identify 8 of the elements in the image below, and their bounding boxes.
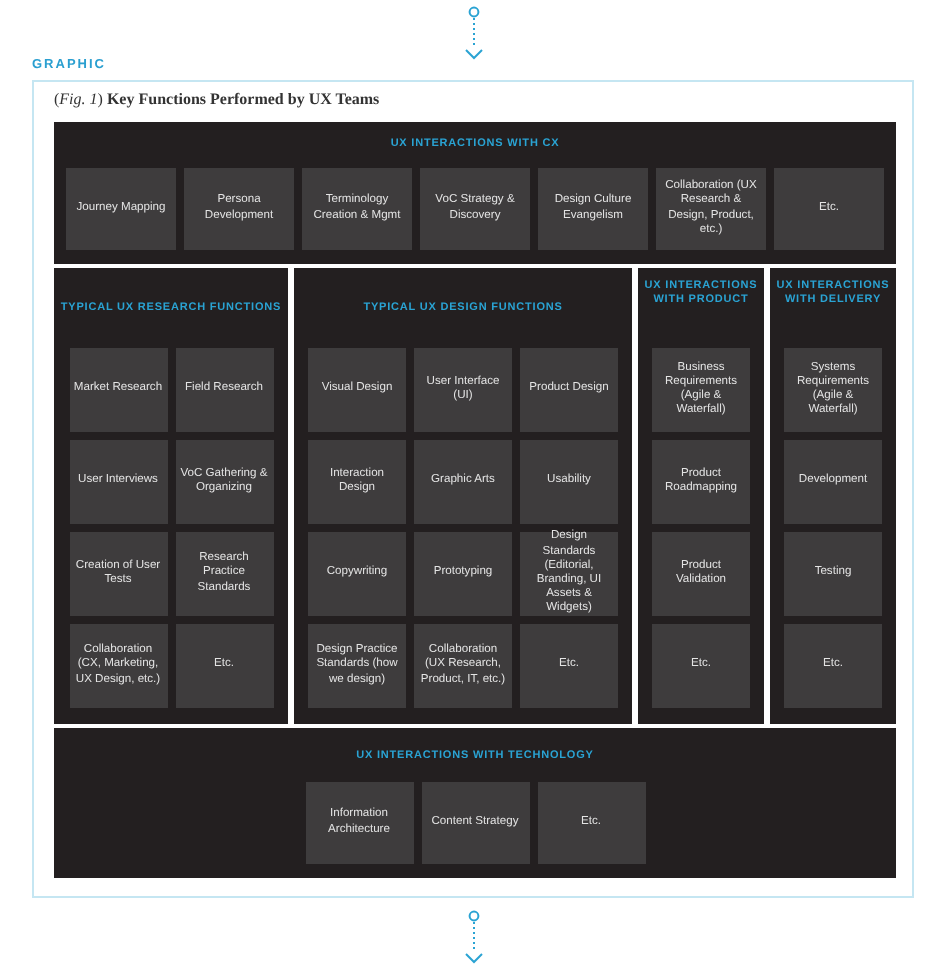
group-panel: [638, 268, 764, 724]
group-panel: [54, 122, 896, 264]
figure-title: (Fig. 1) Key Functions Performed by UX Teams: [54, 90, 380, 108]
group-panel: [770, 268, 896, 724]
group-panel: [54, 268, 288, 724]
group-panel: [294, 268, 632, 724]
figure-frame: [32, 80, 914, 898]
group-panel: [54, 728, 896, 878]
